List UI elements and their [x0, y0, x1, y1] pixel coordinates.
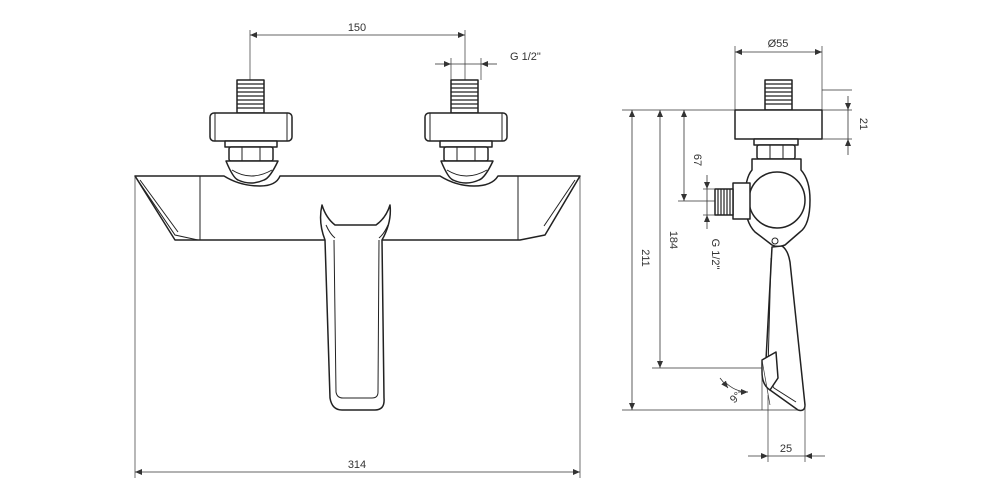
side-top-connector — [734, 79, 823, 160]
dim-overall-width-label: 314 — [348, 459, 366, 471]
dim-spout-height-label: 184 — [667, 231, 679, 249]
dim-diameter-label: Ø55 — [768, 38, 789, 50]
dim-spout-depth-label: 25 — [780, 443, 792, 455]
left-inlet-connector — [209, 79, 293, 184]
dim-inlet-thread-label: G 1/2" — [510, 51, 541, 63]
side-outlet-connector — [714, 182, 751, 220]
side-view: Ø55 21 — [622, 38, 869, 462]
dim-outlet-thread-label: G 1/2" — [709, 239, 721, 270]
front-view: 150 G 1/2" — [134, 22, 581, 478]
dim-cap-height-label: 21 — [857, 118, 869, 130]
right-inlet-connector — [424, 79, 508, 184]
dim-outlet-offset-label: 67 — [691, 154, 703, 166]
spout — [319, 204, 392, 411]
side-body — [744, 158, 811, 248]
dim-total-height-label: 211 — [639, 249, 651, 267]
dim-inlet-spacing-label: 150 — [348, 22, 366, 34]
mixer-body — [134, 175, 581, 241]
side-spout — [761, 245, 806, 412]
